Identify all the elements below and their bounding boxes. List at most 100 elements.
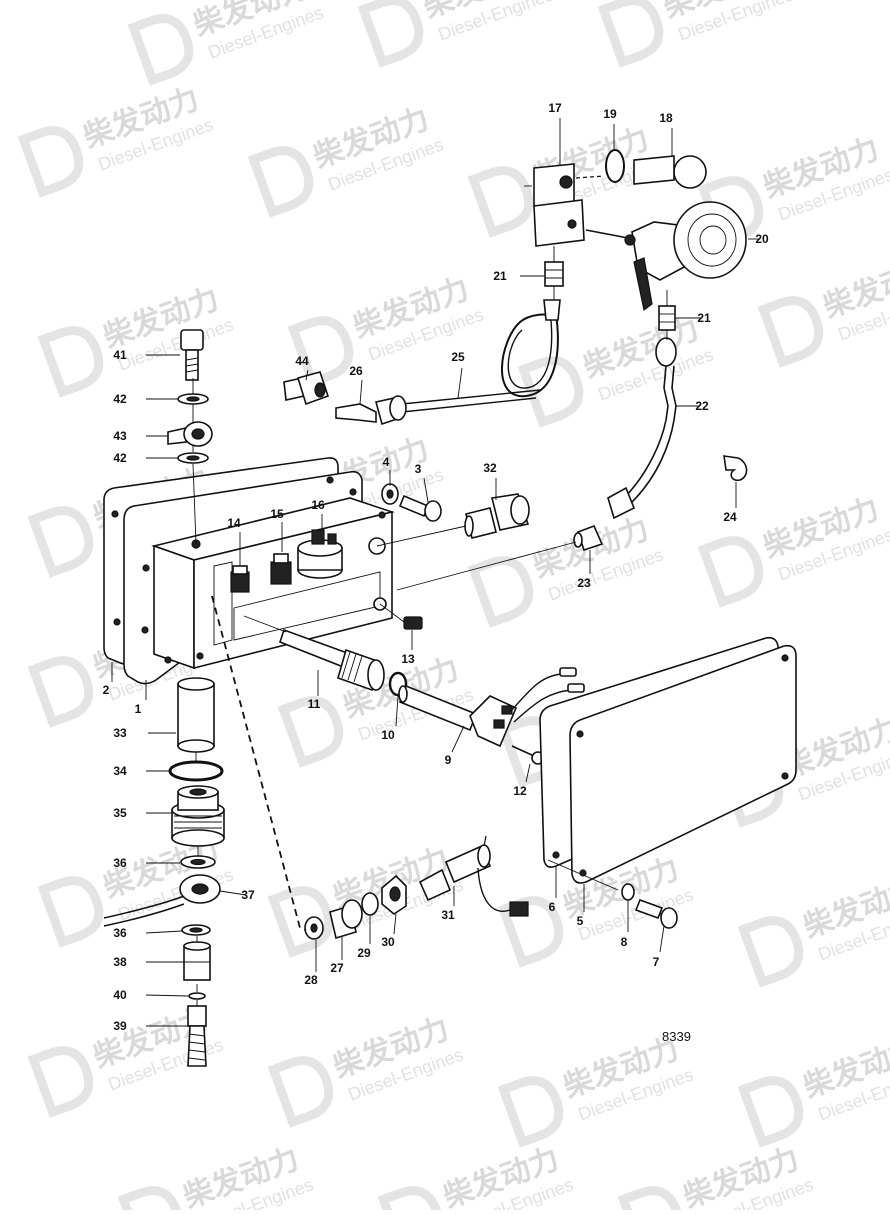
- watermark-logo-icon: [757, 296, 824, 368]
- watermark-logo-icon: [37, 326, 104, 398]
- callout-leader-44: [305, 369, 309, 381]
- part-24-clip: [723, 455, 748, 482]
- callout-number-23: 23: [577, 576, 591, 590]
- callout-number-8: 8: [621, 935, 628, 949]
- watermark-logo-icon: [737, 1076, 804, 1148]
- callout-number-17: 17: [548, 101, 562, 115]
- callout-leader-30: [393, 913, 397, 935]
- part-42-washer-top: [177, 393, 209, 405]
- part-39-hose-nipple: [187, 1005, 207, 1067]
- watermark-logo-icon: [277, 696, 344, 768]
- watermark-logo-icon: [27, 506, 94, 578]
- callout-number-19: 19: [603, 107, 617, 121]
- callout-number-32: 32: [483, 461, 497, 475]
- callout-number-14: 14: [227, 516, 241, 530]
- callout-leader-12: [525, 763, 531, 783]
- callout-number-24: 24: [723, 510, 737, 524]
- callout-number-11: 11: [308, 697, 321, 711]
- part-34-o-ring: [168, 760, 224, 782]
- part-23-fitting: [573, 524, 604, 552]
- watermark-logo-icon: [467, 556, 534, 628]
- callout-number-43: 43: [113, 429, 127, 443]
- part-17-bracket-block: [533, 163, 605, 247]
- part-9-sender-unit: [398, 667, 585, 748]
- callout-number-12: 12: [513, 784, 527, 798]
- part-3-screw: [398, 494, 442, 522]
- callout-number-3: 3: [415, 462, 422, 476]
- part-7-screw: [634, 898, 678, 929]
- callout-number-1: 1: [135, 702, 142, 716]
- callout-number-44: 44: [295, 354, 309, 368]
- alignment-lines: [192, 185, 668, 1006]
- callout-number-28: 28: [304, 973, 318, 987]
- watermark-logo-icon: [127, 14, 194, 86]
- watermark-logo-icon: [377, 1186, 444, 1215]
- watermark-logo-icon: [697, 536, 764, 608]
- part-26-elbow: [335, 395, 407, 426]
- callout-number-10: 10: [381, 728, 395, 742]
- part-21-union-top: [544, 261, 564, 287]
- part-14-nut: [230, 565, 250, 593]
- part-21-union-right: [658, 305, 676, 331]
- watermark-logo-icon: [517, 356, 584, 428]
- callout-leader-9: [451, 725, 465, 753]
- callout-number-37: 37: [241, 888, 255, 902]
- callout-number-5: 5: [577, 914, 584, 928]
- watermark-logo-icon: [737, 916, 804, 988]
- part-5-side-cover: [552, 644, 797, 884]
- part-32-union: [464, 493, 530, 539]
- callout-number-33: 33: [113, 726, 127, 740]
- callout-leader-10: [395, 695, 399, 727]
- part-16-pressure-switch: [297, 529, 343, 579]
- part-30-nut: [381, 874, 407, 915]
- part-35-threaded-plug: [171, 785, 225, 847]
- watermark-logo-icon: [357, 0, 424, 68]
- watermark-logo-icon: [247, 146, 314, 218]
- callout-number-18: 18: [659, 111, 673, 125]
- watermark-logo-icon: [27, 1046, 94, 1118]
- callout-number-27: 27: [330, 961, 344, 975]
- part-40-seal-ring: [188, 992, 206, 1000]
- callout-leader-40: [145, 994, 189, 997]
- part-31-temp-sender: [418, 835, 529, 917]
- watermark-logo-icon: [267, 1056, 334, 1128]
- watermark-logo-icon: [17, 126, 84, 198]
- part-25-flex-hose: [401, 299, 561, 413]
- callout-leader-36: [145, 930, 183, 934]
- callout-number-42: 42: [113, 392, 127, 406]
- callout-leader-37: [219, 890, 247, 896]
- callout-leader-25: [457, 367, 463, 399]
- watermark-logo-icon: [497, 1076, 564, 1148]
- callout-number-26: 26: [349, 364, 363, 378]
- callout-number-9: 9: [445, 753, 452, 767]
- callout-number-4: 4: [383, 455, 390, 469]
- callout-labels: 1234567891011121314151617181920212122232…: [103, 101, 769, 1033]
- part-27-nipple: [329, 899, 363, 940]
- part-43-banjo-fitting: [167, 421, 213, 447]
- watermark-logo-icon: [467, 166, 534, 238]
- callout-leader-7: [659, 925, 665, 953]
- callout-number-29: 29: [357, 946, 371, 960]
- part-42-washer-bottom: [177, 452, 209, 464]
- callout-number-30: 30: [381, 935, 395, 949]
- part-37-banjo-line: [103, 874, 221, 927]
- callout-number-40: 40: [113, 988, 127, 1002]
- callout-number-13: 13: [401, 652, 415, 666]
- part-18-bolt: [633, 155, 707, 189]
- part-41-banjo-bolt: [180, 329, 204, 381]
- callout-number-21: 21: [493, 269, 507, 283]
- callout-leader-3: [423, 477, 429, 503]
